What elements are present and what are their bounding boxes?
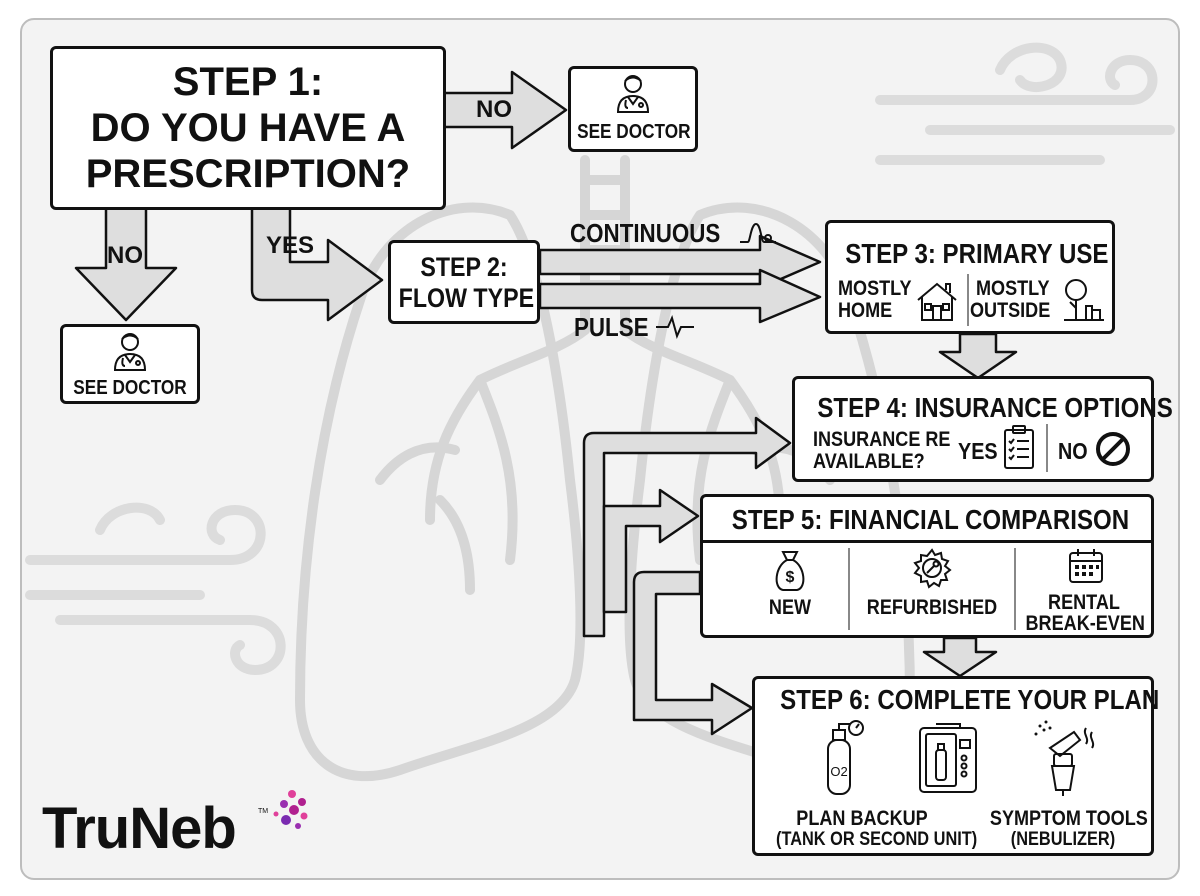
step2-line1: STEP 2:	[420, 252, 508, 282]
arrow-loop-step4	[582, 416, 792, 638]
step5-rental-l2: BREAK-EVEN	[1025, 612, 1145, 635]
step5-divider-1	[848, 548, 850, 630]
step6-box	[752, 676, 1154, 856]
arrow-continuous	[538, 234, 822, 290]
step6-backup-l2: (TANK OR SECOND UNIT)	[776, 829, 978, 850]
pulse-wave-icon	[656, 315, 694, 339]
continuous-flow-icon	[740, 222, 776, 243]
step6-backup-l1: PLAN BACKUP	[796, 807, 928, 830]
step3-title: STEP 3: PRIMARY USE	[845, 238, 1109, 269]
step4-question-l2: AVAILABLE?	[813, 450, 925, 473]
step4-box	[792, 376, 1154, 482]
prohibited-icon	[1096, 432, 1130, 466]
see-doctor-box-right[interactable]	[568, 66, 698, 152]
step5-divider-2	[1014, 548, 1016, 630]
doctor-icon	[616, 75, 650, 113]
step5-title: STEP 5: FINANCIAL COMPARISON	[731, 504, 1130, 535]
doctor-icon	[113, 333, 147, 371]
arrow-loop-step5	[602, 488, 700, 614]
oxygen-tank-icon: O2	[827, 720, 864, 795]
step2-line2: FLOW TYPE	[398, 283, 535, 313]
brand-dots-icon	[273, 790, 308, 829]
step5-title-rule	[700, 540, 1154, 543]
money-bag-icon: $	[775, 551, 805, 591]
arrow-step3-step4	[938, 332, 1018, 380]
step1-box	[50, 46, 446, 210]
clipboard-icon	[1004, 425, 1034, 469]
step1-line3: PRESCRIPTION?	[85, 152, 411, 196]
step1-line1: STEP 1:	[172, 60, 324, 104]
step4-yes: YES	[958, 438, 998, 464]
step5-refurbished: REFURBISHED	[866, 596, 998, 619]
step3-home-l1: MOSTLY	[838, 277, 912, 300]
step6-tools-l1: SYMPTOM TOOLS	[989, 807, 1148, 830]
pulse-label: PULSE	[574, 312, 649, 342]
step1-line2: DO YOU HAVE A	[90, 106, 406, 150]
arrow-no-down	[74, 206, 178, 322]
continuous-label: CONTINUOUS	[570, 218, 721, 248]
label-no-right: NO	[476, 96, 512, 123]
svg-text:$: $	[786, 569, 795, 586]
house-icon	[917, 282, 957, 321]
arrow-no-right	[442, 70, 568, 150]
step4-no: NO	[1058, 438, 1088, 464]
step3-box	[825, 220, 1115, 334]
step4-question-l1: INSURANCE RE	[813, 428, 951, 451]
calendar-icon	[1069, 549, 1103, 583]
oxygen-concentrator-icon	[919, 723, 977, 793]
wind-watermark	[25, 42, 1175, 676]
see-doctor-label-down: SEE DOCTOR	[73, 377, 187, 399]
tree-outdoors-icon	[1064, 279, 1104, 321]
flow-arrows	[74, 70, 1018, 736]
arrow-pulse	[538, 268, 822, 324]
brand-logo-text: TruNeb	[42, 796, 237, 861]
step6-title: STEP 6: COMPLETE YOUR PLAN	[780, 684, 1160, 715]
gear-wrench-icon	[913, 548, 952, 589]
step4-title: STEP 4: INSURANCE OPTIONS	[817, 392, 1173, 423]
step3-divider	[967, 274, 969, 326]
step3-home-l2: HOME	[838, 299, 893, 322]
label-yes: YES	[266, 232, 315, 259]
arrow-loop-step6	[632, 570, 754, 736]
arrow-yes	[250, 206, 384, 322]
nebulizer-icon	[1034, 720, 1095, 796]
step3-out-l2: OUTSIDE	[970, 299, 1051, 322]
brand-trademark: TM	[258, 808, 269, 815]
step3-out-l1: MOSTLY	[976, 277, 1050, 300]
tank-label: O2	[830, 764, 847, 779]
arrow-step5-step6	[922, 636, 998, 678]
step5-new: NEW	[768, 596, 812, 619]
step5-rental-l1: RENTAL	[1048, 591, 1120, 614]
step2-box	[388, 240, 540, 324]
see-doctor-box-down[interactable]	[60, 324, 200, 404]
step4-divider	[1046, 424, 1048, 472]
see-doctor-label-right: SEE DOCTOR	[577, 121, 691, 143]
step6-tools-l2: (NEBULIZER)	[1010, 829, 1116, 850]
label-no-down: NO	[107, 242, 143, 269]
